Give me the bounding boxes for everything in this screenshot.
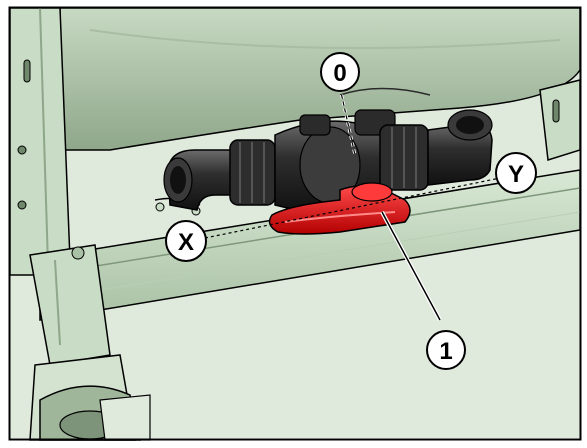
leader-line-1 [381, 211, 441, 321]
callout-y-label: Y [508, 161, 524, 188]
ball-valve-icon [163, 109, 493, 213]
callout-0: 0 [320, 52, 360, 92]
left-frame-post [9, 7, 71, 276]
caster-assembly [29, 244, 151, 441]
callout-x: X [165, 220, 207, 262]
callout-1-label: 1 [439, 338, 452, 365]
x-y-axis-line [204, 174, 516, 239]
callout-1: 1 [426, 330, 466, 370]
right-frame-bracket [539, 79, 581, 161]
callout-x-label: X [178, 229, 194, 256]
callout-0-label: 0 [333, 60, 346, 87]
image-border [8, 6, 582, 441]
callout-y: Y [495, 152, 537, 194]
leader-line-0 [339, 87, 356, 156]
